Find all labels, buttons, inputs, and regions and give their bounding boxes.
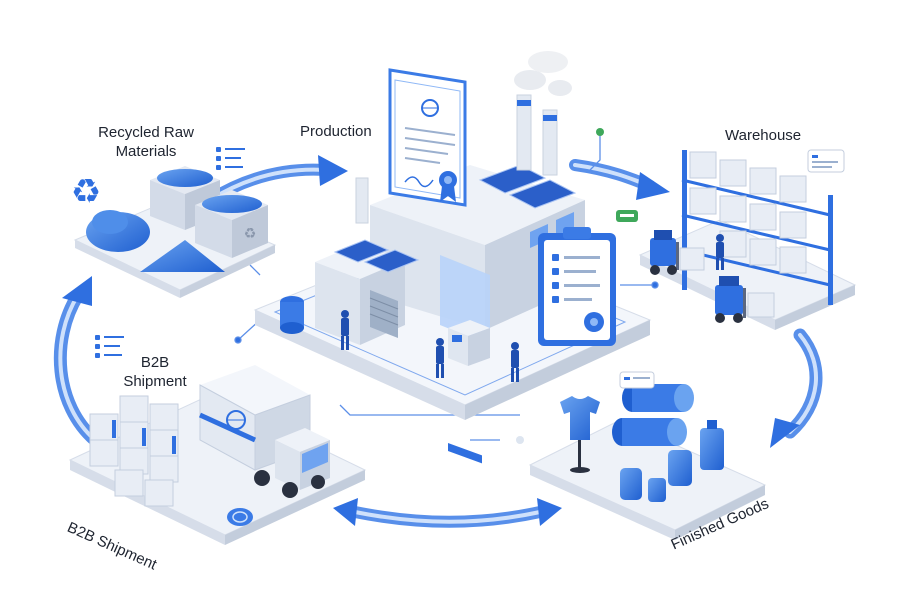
- raw-materials-label-line1: Recycled Raw: [98, 124, 194, 141]
- worker: [341, 310, 349, 350]
- solar-panel-icon: [333, 239, 390, 263]
- checklist-icon: [538, 210, 638, 346]
- forklift-icon: [650, 230, 705, 275]
- info-card-icon: [216, 147, 245, 170]
- container: [620, 468, 642, 500]
- material-bin: ♻: [195, 190, 268, 258]
- cable-spool: [280, 296, 304, 334]
- award-badge-icon: [439, 171, 457, 202]
- truck-icon: [198, 365, 330, 498]
- b2b-shipment-label-line2: Shipment: [123, 373, 187, 390]
- arrowhead-production-warehouse: [636, 172, 670, 200]
- fabric-roll: [612, 418, 687, 446]
- warehouse-station: [638, 149, 857, 330]
- production-label: Production: [300, 123, 372, 140]
- production-station: [253, 51, 652, 464]
- worker: [511, 342, 519, 382]
- arrowhead-shipment-end: [333, 498, 358, 526]
- shipment-station: [68, 335, 367, 545]
- container: [700, 420, 724, 470]
- recycle-icon: ♻: [71, 172, 101, 212]
- container: [648, 478, 666, 502]
- fabric-roll: [622, 384, 694, 412]
- worker: [436, 338, 444, 378]
- warehouse-boxes: [689, 151, 807, 274]
- flow-arrows: [53, 155, 823, 528]
- shipping-boxes: [89, 395, 179, 507]
- globe-icon: [227, 508, 253, 526]
- solar-panel-icon: [478, 164, 577, 209]
- b2b-shipment-label-line1: B2B: [140, 354, 170, 371]
- chimney: [514, 51, 572, 176]
- raw-materials-label: Recycled Raw Materials: [82, 123, 210, 161]
- worker: [716, 234, 724, 270]
- info-card-icon: [95, 335, 124, 358]
- assembly-line-window: [440, 255, 490, 345]
- arrowhead-warehouse-finished: [770, 418, 800, 448]
- warehouse-label: Warehouse: [725, 127, 802, 144]
- storage-rack: [681, 150, 833, 305]
- forklift-icon: [715, 276, 775, 323]
- garage-door: [370, 290, 398, 338]
- info-card-icon: [619, 371, 655, 389]
- solar-panel-icon: [363, 249, 420, 273]
- certificate-document: [388, 68, 467, 207]
- container: [668, 450, 692, 486]
- raw-materials-label-line2: Materials: [115, 143, 177, 160]
- pellet-pile: [140, 240, 225, 272]
- raw-materials-station: ♻ ♻: [71, 147, 277, 298]
- b2b-shipment-label: B2B Shipment: [105, 353, 205, 391]
- arrowhead-shipment-raw: [62, 276, 92, 306]
- tshirt-icon: [560, 396, 600, 473]
- arrowhead-finished-end: [537, 498, 562, 526]
- recycle-icon: ♻: [244, 226, 257, 242]
- info-card-icon: [807, 149, 845, 173]
- arrowhead-raw-production: [318, 155, 348, 186]
- finished-goods-station: [528, 371, 767, 540]
